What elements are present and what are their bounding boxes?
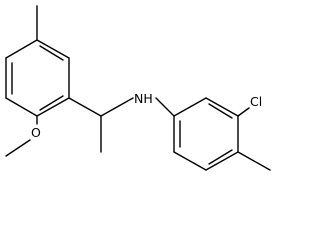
double-bond-inner — [208, 103, 233, 119]
bond — [205, 97, 239, 117]
bond-ch-to-nh — [100, 97, 134, 117]
left-benzene-ring — [5, 39, 70, 117]
bond-ring-to-chlorine — [237, 107, 250, 117]
double-bond-inner — [39, 95, 64, 111]
molecule-structure: NH Cl O — [5, 5, 271, 171]
right-benzene-ring — [173, 97, 239, 171]
methyl-bond-right — [237, 151, 271, 171]
bond — [5, 97, 38, 117]
bond — [205, 151, 239, 171]
chlorine-label: Cl — [250, 94, 262, 109]
double-bond-inner — [208, 149, 233, 165]
bond-oxygen-to-methyl — [5, 139, 31, 157]
structure-canvas: NH Cl O — [5, 5, 271, 171]
double-bond-inner — [39, 45, 64, 61]
bond — [173, 151, 207, 171]
bond-ring-to-ch — [68, 97, 102, 117]
bond — [5, 39, 38, 59]
bond — [173, 97, 207, 117]
bond — [36, 97, 70, 117]
bond-nh-to-ring — [155, 97, 175, 117]
bond — [36, 39, 70, 59]
nh-label: NH — [134, 91, 153, 106]
oxygen-label: O — [31, 125, 41, 140]
